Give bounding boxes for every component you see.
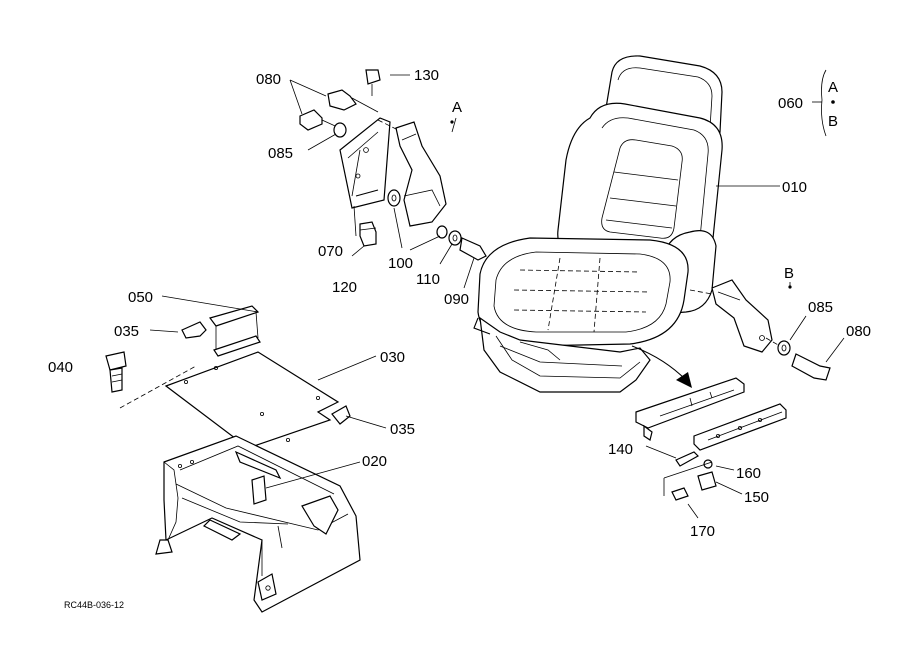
callout-020: 020 [362, 453, 387, 470]
callout-010: 010 [782, 179, 807, 196]
callout-160: 160 [736, 465, 761, 482]
seat-mount-plate [105, 305, 351, 449]
callout-070: 070 [318, 243, 343, 260]
callout-090: 090 [444, 291, 469, 308]
callout-035-upper: 035 [114, 323, 139, 340]
marker-b: B [784, 265, 794, 282]
reference-code: RC44B-036-12 [64, 600, 124, 610]
callout-100: 100 [388, 255, 413, 272]
legend-060 [812, 69, 835, 137]
callout-040: 040 [48, 359, 73, 376]
legend-marker-a: A [828, 79, 838, 96]
callout-030: 030 [380, 349, 405, 366]
slide-rails [635, 377, 787, 501]
callout-080-right: 080 [846, 323, 871, 340]
seatbelt-bracket-right [689, 279, 831, 381]
marker-a: A [452, 99, 462, 116]
callout-085-left: 085 [268, 145, 293, 162]
seat-base-frame [155, 435, 361, 613]
callout-170: 170 [690, 523, 715, 540]
callout-080-left: 080 [256, 71, 281, 88]
callout-050: 050 [128, 289, 153, 306]
callout-085-right: 085 [808, 299, 833, 316]
seatbelt-bracket-left [299, 69, 487, 261]
callout-110: 110 [416, 271, 440, 288]
legend-marker-b: B [828, 113, 838, 130]
callout-035-lower: 035 [390, 421, 415, 438]
callout-130: 130 [414, 67, 439, 84]
callout-120: 120 [332, 279, 357, 296]
seat-assembly [473, 55, 723, 393]
callout-150: 150 [744, 489, 769, 506]
callout-060: 060 [778, 95, 803, 112]
callout-140: 140 [608, 441, 633, 458]
